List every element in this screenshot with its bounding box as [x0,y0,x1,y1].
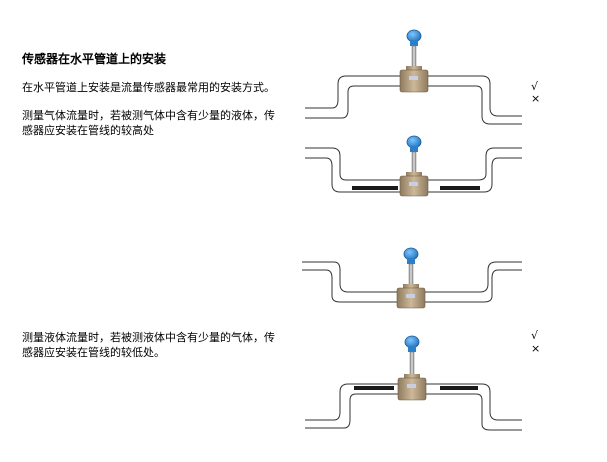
intro-text: 在水平管道上安装是流量传感器最常用的安装方式。 [22,81,275,94]
gas-pocket-liquid-pipe [354,386,478,390]
sensor-3 [396,247,426,309]
gas-note: 测量气体流量时，若被测气体中含有少量的液体，传 感器应安装在管线的较高处 [22,109,275,137]
correct-mark-liquid: √ [531,329,539,342]
liquid-note: 测量液体流量时，若被测液体中含有少量的气体，传 感器应安装在管线的较低处。 [22,331,275,359]
sensor-1 [399,29,429,93]
sensor-2 [399,135,429,197]
page-title: 传感器在水平管道上的安装 [22,52,167,66]
correct-mark-gas: √ [531,80,539,93]
sensor-4 [397,335,427,401]
wrong-mark-gas: × [531,92,541,105]
wrong-mark-liquid: × [531,342,541,355]
liquid-pool-gas-pipe [352,186,480,190]
